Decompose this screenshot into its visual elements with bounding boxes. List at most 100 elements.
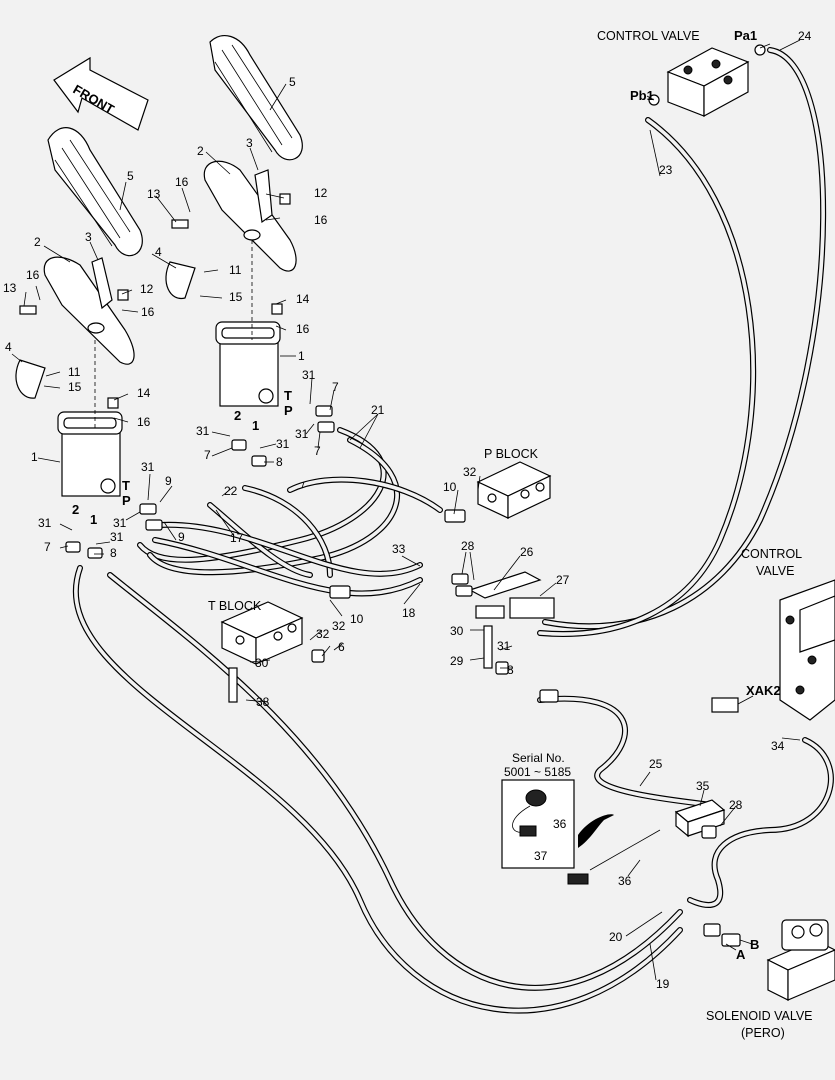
callout-7-d: 7 (44, 540, 51, 554)
callout-16-left-low: 16 (137, 415, 151, 429)
port-a-label: A (736, 947, 746, 962)
callout-28-a: 28 (461, 539, 475, 553)
port-p-right: P (284, 403, 293, 418)
callout-19: 19 (656, 977, 670, 991)
callout-1-left: 1 (31, 450, 38, 464)
callout-30-a: 30 (450, 624, 464, 638)
port-xak2-label: XAK2 (746, 683, 781, 698)
callout-13-left: 13 (3, 281, 17, 295)
callout-10-p: 10 (443, 480, 457, 494)
callout-11-right: 11 (229, 263, 242, 277)
callout-9-b: 9 (178, 530, 185, 544)
pedal-pad-left (47, 127, 143, 257)
pedal-pad-right (209, 34, 303, 161)
callout-31-e: 31 (141, 460, 155, 474)
callout-16-right-top: 16 (175, 175, 189, 189)
callout-2-right: 2 (197, 144, 204, 158)
port-t-left: T (122, 478, 130, 493)
control-valve-right-line2: VALVE (756, 564, 794, 578)
callout-14-right: 14 (296, 292, 310, 306)
port-1-left: 1 (90, 512, 97, 527)
callout-31-f: 31 (113, 516, 127, 530)
pilot-valve-left (57, 340, 123, 497)
callout-32-p: 32 (463, 465, 477, 479)
brackets (15, 169, 273, 399)
callout-22: 22 (224, 484, 238, 498)
callout-31-d: 31 (276, 437, 290, 451)
callout-25: 25 (649, 757, 663, 771)
callout-6: 6 (338, 640, 345, 654)
callout-16-left: 16 (141, 305, 155, 319)
callout-numbers: 5 5 2 3 13 16 12 16 2 3 4 11 15 16 13 12… (3, 29, 812, 991)
port-b-label: B (750, 937, 759, 952)
callout-7-c: 7 (204, 448, 211, 462)
pedal-arm-left (43, 256, 135, 365)
callout-23: 23 (659, 163, 673, 177)
callout-15-left: 15 (68, 380, 82, 394)
callout-4-right: 4 (155, 245, 162, 259)
callout-15-right: 15 (229, 290, 243, 304)
solenoid-valve-line1: SOLENOID VALVE (706, 1009, 813, 1023)
callout-32-t-top: 32 (332, 619, 346, 633)
t-junction-27 (468, 571, 555, 619)
control-valve-top (648, 44, 766, 118)
callout-31-c: 31 (196, 424, 210, 438)
pilot-valve-right (215, 240, 281, 407)
callout-2-left: 2 (34, 235, 41, 249)
serial-callout-37: 37 (534, 849, 548, 863)
hoses (72, 47, 834, 1014)
callout-20: 20 (609, 930, 623, 944)
leader-lines (11, 39, 801, 981)
callout-4-left: 4 (5, 340, 12, 354)
control-valve-top-label: CONTROL VALVE (597, 29, 700, 43)
t-block-label: T BLOCK (208, 599, 262, 613)
adapter-35 (674, 799, 726, 838)
callout-31-h: 31 (110, 530, 124, 544)
callout-30-t: 30 (255, 656, 269, 670)
serial-inset: Serial No. 5001 ~ 5185 36 37 (501, 751, 614, 885)
serial-title: Serial No. (512, 751, 565, 765)
callout-8-a: 8 (276, 455, 283, 469)
callout-27: 27 (556, 573, 570, 587)
callout-5-left: 5 (127, 169, 134, 183)
callout-38: 38 (256, 695, 270, 709)
port-2-left: 2 (72, 502, 79, 517)
fittings (65, 405, 741, 947)
callout-33: 33 (392, 542, 406, 556)
port-2-right: 2 (234, 408, 241, 423)
control-valve-right-line1: CONTROL (741, 547, 802, 561)
callout-18: 18 (402, 606, 416, 620)
callout-10-t: 10 (350, 612, 364, 626)
callout-31-g: 31 (38, 516, 52, 530)
serial-range: 5001 ~ 5185 (504, 765, 571, 779)
callout-7-a: 7 (332, 380, 339, 394)
callout-8-c: 8 (507, 663, 514, 677)
t-block (220, 601, 304, 665)
callout-16-right-low: 16 (296, 322, 310, 336)
callout-1-right: 1 (298, 349, 305, 363)
callout-8-b: 8 (110, 546, 117, 560)
callout-12-right: 12 (314, 186, 328, 200)
callout-34: 34 (771, 739, 785, 753)
callout-7-b: 7 (314, 444, 321, 458)
port-1-right: 1 (252, 418, 259, 433)
callout-32-t: 32 (316, 627, 330, 641)
callout-17: 17 (230, 531, 244, 545)
callout-36: 36 (618, 874, 632, 888)
callout-31-a: 31 (302, 368, 316, 382)
serial-callout-36: 36 (553, 817, 567, 831)
callout-28-b: 28 (729, 798, 743, 812)
port-p-left: P (122, 493, 131, 508)
port-t-right: T (284, 388, 292, 403)
callout-14-left: 14 (137, 386, 151, 400)
callout-29: 29 (450, 654, 464, 668)
bolts (19, 193, 493, 703)
callout-11-left: 11 (68, 365, 81, 379)
port-pb1-label: Pb1 (630, 88, 654, 103)
callout-35: 35 (696, 779, 710, 793)
solenoid-valve-line2: (PERO) (741, 1026, 785, 1040)
callout-9-a: 9 (165, 474, 172, 488)
solenoid-valve-body (766, 919, 835, 1001)
pedal-arm-right (203, 160, 297, 272)
